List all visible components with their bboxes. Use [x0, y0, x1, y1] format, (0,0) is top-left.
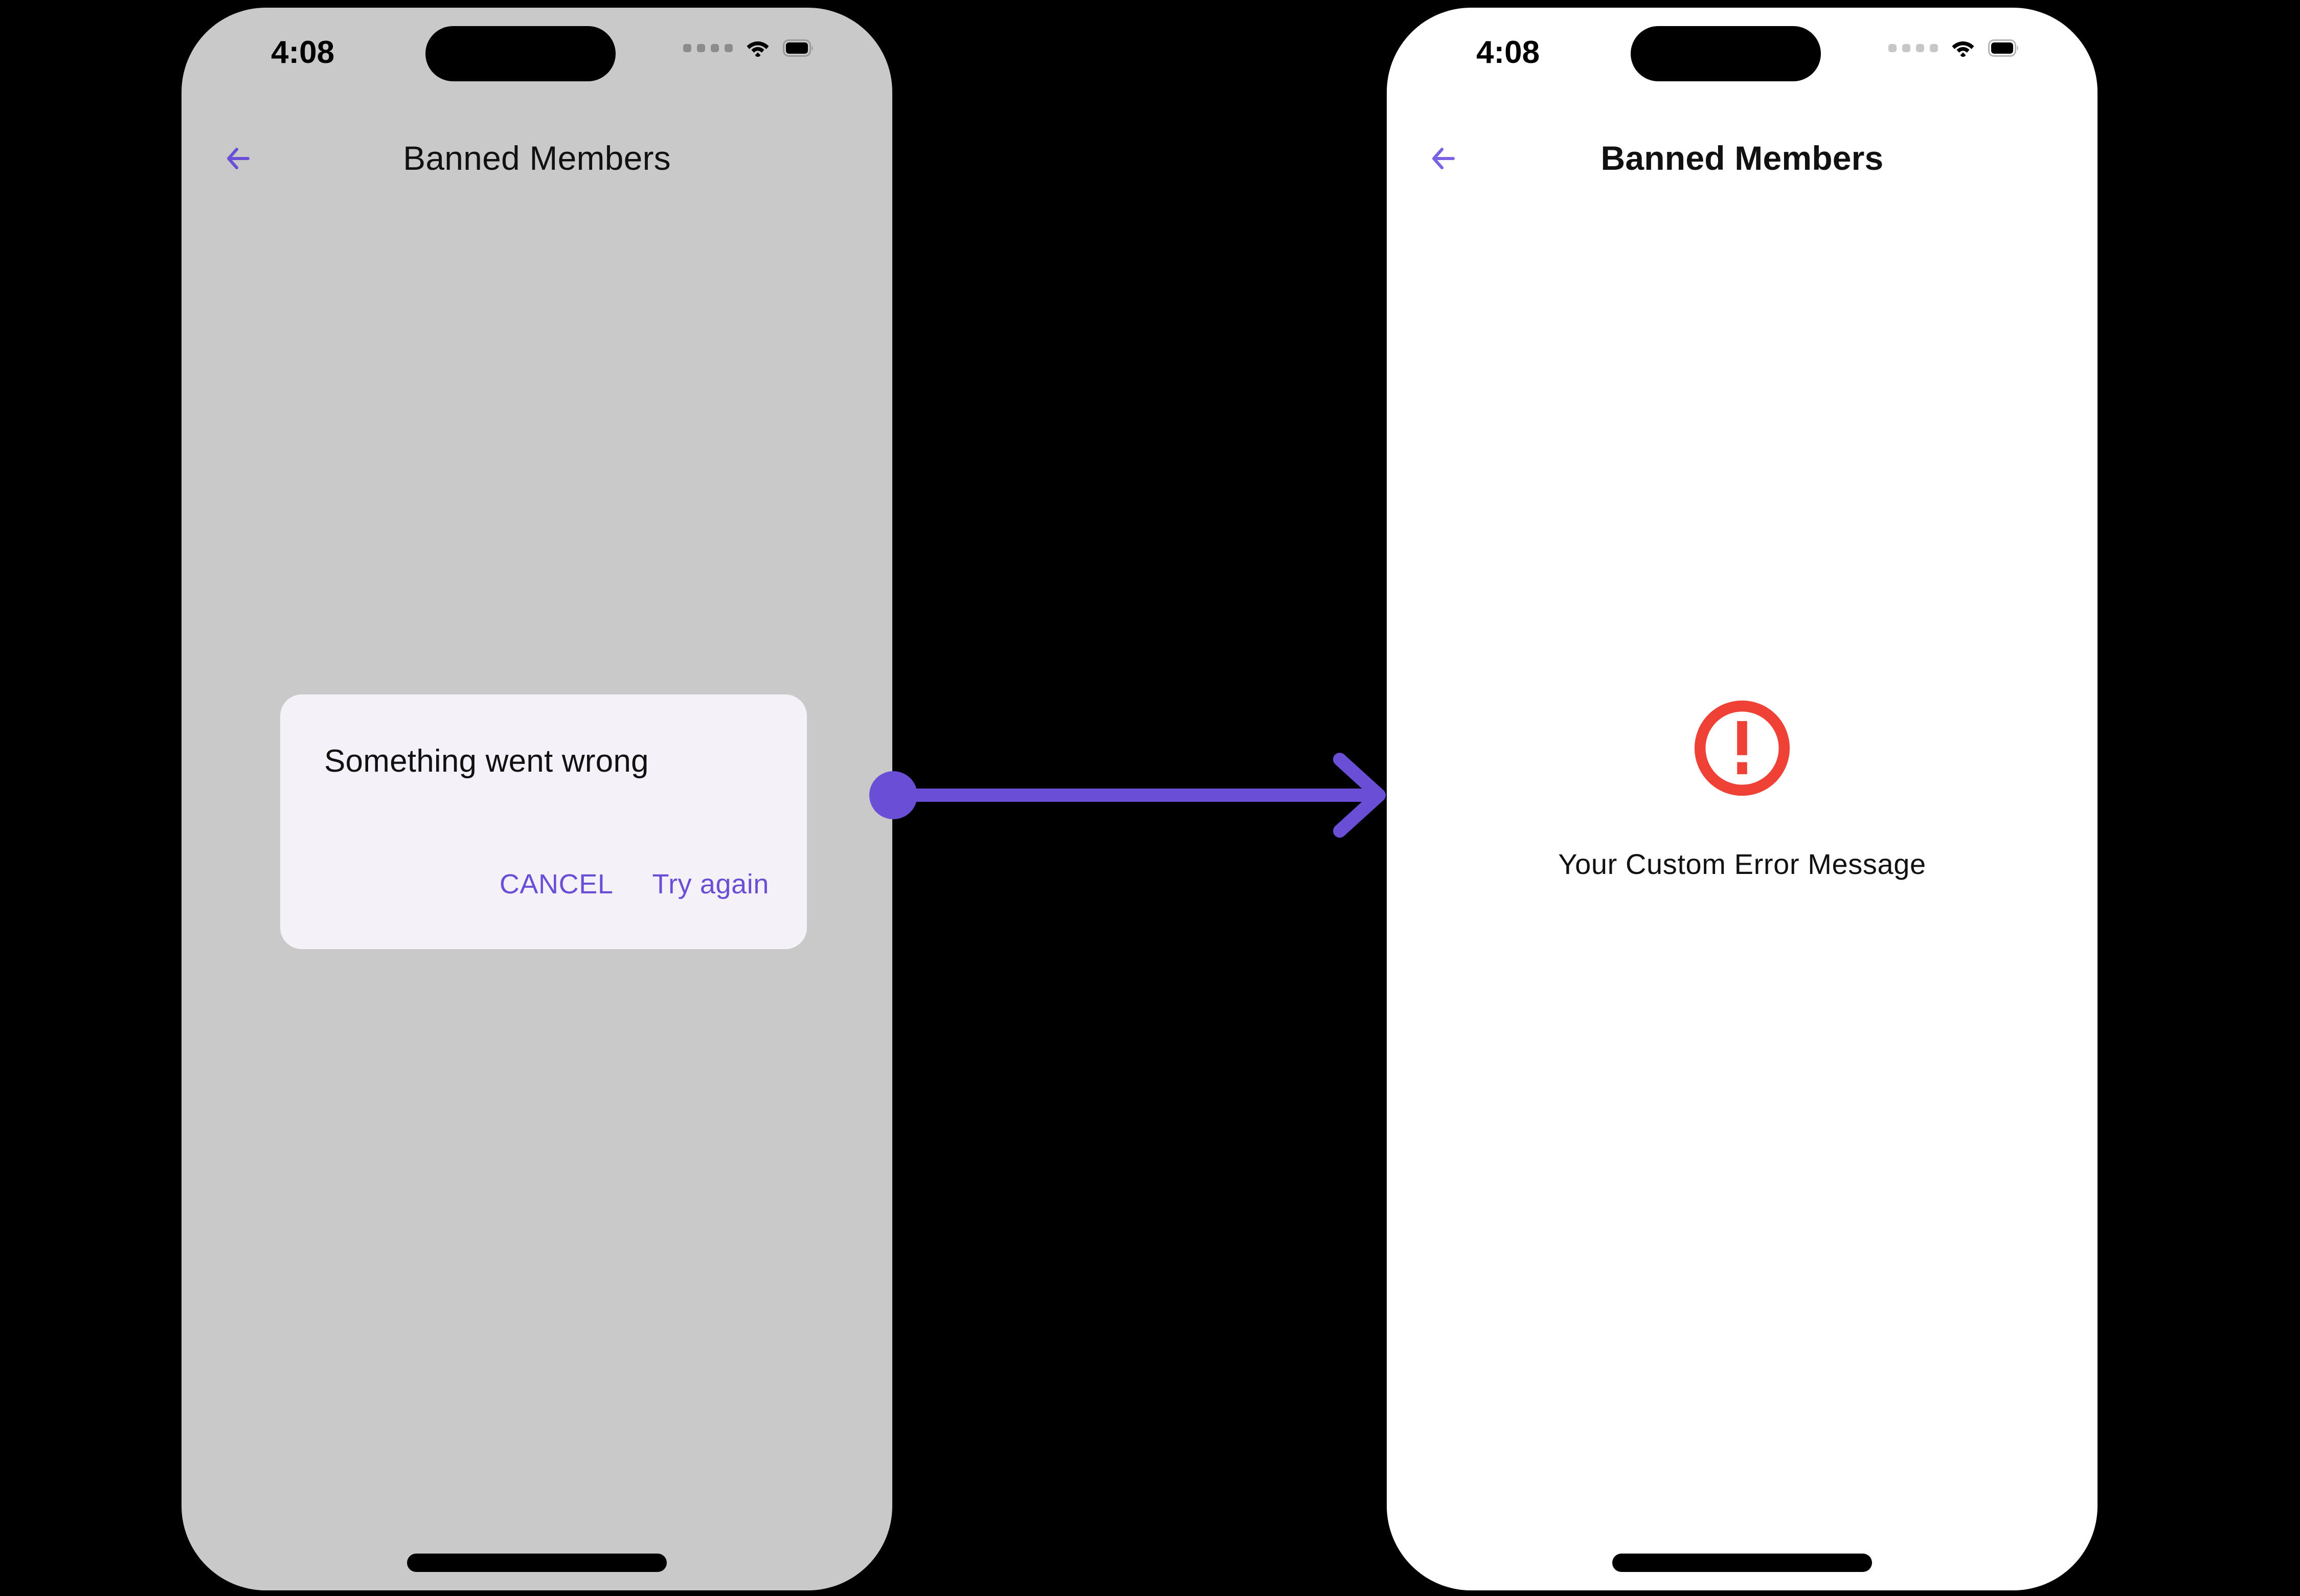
dialog-action-row: CANCEL Try again	[497, 866, 772, 902]
try-again-button[interactable]: Try again	[649, 866, 773, 902]
error-state: Your Custom Error Message	[1387, 698, 2098, 881]
status-bar-left: 4:08	[182, 8, 892, 100]
back-arrow-icon[interactable]	[218, 137, 262, 181]
status-time: 4:08	[1476, 35, 1540, 70]
status-bar-right: 4:08	[1387, 8, 2098, 100]
phone-mockup-after: 4:08	[1387, 8, 2098, 1590]
cancel-button[interactable]: CANCEL	[497, 866, 617, 902]
flow-arrow-right-icon	[864, 736, 1406, 854]
signal-dots-icon	[683, 44, 733, 52]
battery-icon	[1988, 39, 2020, 57]
error-exclamation-circle-icon	[1692, 698, 1792, 798]
wifi-icon	[746, 39, 770, 57]
dialog-title: Something went wrong	[324, 744, 649, 779]
phone-mockup-before: 4:08	[182, 8, 892, 1590]
battery-icon	[783, 39, 815, 57]
page-title: Banned Members	[403, 139, 671, 177]
back-arrow-icon[interactable]	[1424, 137, 1468, 181]
dynamic-island	[1631, 26, 1821, 81]
error-message: Your Custom Error Message	[1558, 848, 1926, 880]
signal-dots-icon	[1888, 44, 1938, 52]
dialog-scrim: Something went wrong CANCEL Try again	[182, 8, 892, 1590]
home-indicator[interactable]	[407, 1554, 667, 1572]
status-indicators	[683, 39, 815, 57]
wifi-icon	[1951, 39, 1975, 57]
status-time: 4:08	[271, 35, 335, 70]
page-title: Banned Members	[1600, 139, 1884, 177]
dynamic-island	[425, 26, 616, 81]
app-bar-right: Banned Members	[1387, 125, 2098, 192]
error-alert-dialog: Something went wrong CANCEL Try again	[280, 694, 807, 949]
app-bar-left: Banned Members	[182, 125, 892, 192]
home-indicator[interactable]	[1612, 1554, 1872, 1572]
status-indicators	[1888, 39, 2020, 57]
